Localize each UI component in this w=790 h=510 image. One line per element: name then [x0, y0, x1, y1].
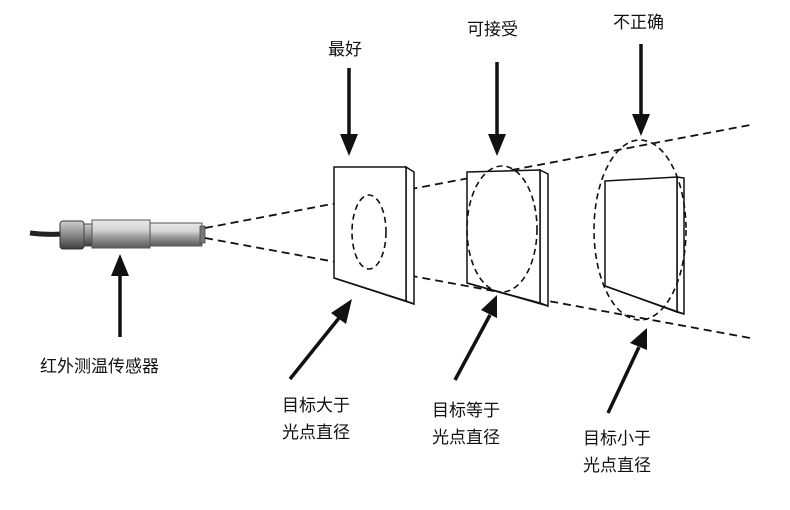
arrow-best [340, 68, 358, 156]
sensor [29, 219, 206, 250]
sensor-front [149, 222, 203, 247]
label-smaller-line1: 目标小于 [583, 429, 651, 449]
label-acceptable: 可接受 [467, 20, 518, 40]
target-larger-bottom-edge [333, 277, 415, 305]
label-larger-line2: 光点直径 [282, 423, 350, 443]
arrow-sensor [111, 254, 129, 337]
sensor-body [91, 219, 151, 249]
label-equal-line1: 目标等于 [432, 401, 500, 421]
spot-smaller [593, 139, 687, 321]
arrow-acceptable [488, 62, 506, 156]
label-larger-line1: 目标大于 [282, 396, 350, 416]
arrow-larger [288, 299, 352, 381]
label-best: 最好 [328, 40, 362, 60]
label-incorrect: 不正确 [613, 13, 664, 33]
arrows [111, 44, 650, 414]
label-sensor: 红外测温传感器 [40, 357, 159, 377]
arrow-incorrect [632, 44, 650, 136]
target-smaller [593, 139, 687, 321]
sensor-cable [29, 230, 63, 237]
target-smaller-bottom-edge [604, 285, 685, 315]
label-equal-line2: 光点直径 [432, 428, 500, 448]
label-smaller-line2: 光点直径 [583, 456, 651, 476]
target-equal-bottom-edge [466, 282, 549, 307]
target-smaller-face [604, 176, 678, 314]
arrow-equal [453, 295, 497, 381]
target-equal-edge [539, 168, 549, 308]
spot-equal [466, 165, 538, 293]
target-larger-edge [405, 165, 415, 306]
fov-lower-line [204, 237, 751, 339]
arrow-smaller [606, 328, 647, 414]
target-equal [466, 165, 549, 308]
sensor-collar [83, 223, 93, 247]
spot-larger [351, 194, 387, 270]
sensor-nut [59, 220, 85, 250]
sensor-lens [199, 225, 206, 244]
target-larger [333, 165, 415, 306]
